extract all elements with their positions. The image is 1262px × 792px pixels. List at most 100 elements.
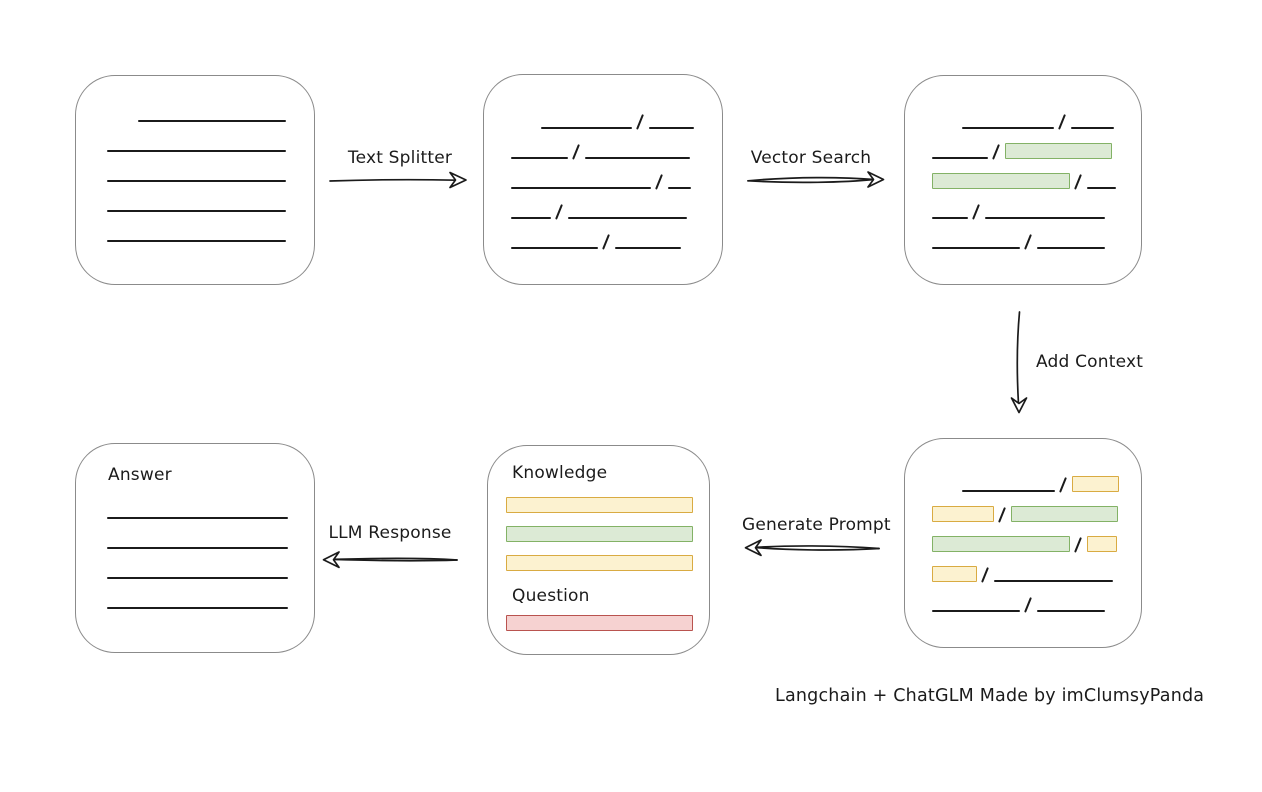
text-line xyxy=(994,580,1114,582)
chunk-row xyxy=(107,122,314,152)
text-line xyxy=(1087,187,1117,189)
text-line xyxy=(138,120,286,122)
slash-separator xyxy=(972,204,981,220)
chunk-row xyxy=(932,582,1141,613)
prompt-box: Knowledge Question xyxy=(487,445,710,655)
text-line xyxy=(1037,247,1106,249)
slash-separator xyxy=(572,144,581,160)
chunk-row xyxy=(107,152,314,182)
text-line xyxy=(962,127,1054,129)
text-line xyxy=(932,247,1020,249)
chunk-row xyxy=(932,189,1141,220)
yellow-highlight-box xyxy=(932,566,977,582)
vector-search-arrow xyxy=(747,171,885,188)
yellow-highlight-box xyxy=(1072,476,1120,492)
slash-separator xyxy=(1024,597,1033,613)
text-line xyxy=(985,217,1106,219)
document-box xyxy=(75,75,315,285)
chunk-row xyxy=(107,579,314,609)
document-lines xyxy=(107,92,314,242)
text-line xyxy=(585,157,691,159)
knowledge-bars xyxy=(506,497,693,571)
yellow-highlight-box xyxy=(932,506,994,522)
red-bar xyxy=(506,615,693,631)
yellow-bar xyxy=(506,555,693,571)
chunk-row xyxy=(107,489,314,519)
slash-separator xyxy=(981,567,990,583)
text-line xyxy=(107,210,286,212)
text-line xyxy=(107,180,286,182)
text-line xyxy=(107,150,286,152)
chunk-row xyxy=(511,129,722,160)
chunk-row xyxy=(932,552,1141,583)
text-line xyxy=(932,157,988,159)
text-line xyxy=(568,217,688,219)
chunk-row xyxy=(107,92,314,122)
chunk-lines xyxy=(511,99,722,250)
text-line xyxy=(932,610,1020,612)
chunk-row xyxy=(511,99,722,130)
answer-lines xyxy=(107,489,314,609)
add-context-arrow xyxy=(1010,311,1028,414)
text-line xyxy=(1037,610,1106,612)
matched-chunks-box xyxy=(904,75,1142,285)
text-line xyxy=(107,577,288,579)
slash-separator xyxy=(655,174,664,190)
text-line xyxy=(649,127,695,129)
text-line xyxy=(668,187,692,189)
text-line xyxy=(615,247,682,249)
context-chunk-lines xyxy=(932,462,1141,613)
llm-response-arrow xyxy=(322,551,458,569)
chunk-row xyxy=(107,212,314,242)
green-highlight-box xyxy=(932,536,1070,552)
generate-prompt-label: Generate Prompt xyxy=(742,515,891,535)
slash-separator xyxy=(992,144,1001,160)
text-line xyxy=(107,517,288,519)
chunk-row xyxy=(511,189,722,220)
text-line xyxy=(511,247,598,249)
green-bar xyxy=(506,526,693,542)
slash-separator xyxy=(1074,537,1083,553)
slash-separator xyxy=(1059,477,1068,493)
chunk-row xyxy=(107,519,314,549)
answer-heading: Answer xyxy=(108,465,172,485)
matched-chunk-lines xyxy=(932,99,1141,250)
text-line xyxy=(511,217,551,219)
yellow-highlight-box xyxy=(1087,536,1118,552)
vector-search-label: Vector Search xyxy=(750,148,872,168)
yellow-bar xyxy=(506,497,693,513)
question-heading: Question xyxy=(512,586,590,606)
add-context-label: Add Context xyxy=(1036,352,1144,372)
text-line xyxy=(962,490,1055,492)
question-bars xyxy=(506,615,693,631)
green-highlight-box xyxy=(932,173,1070,189)
text-line xyxy=(541,127,632,129)
slash-separator xyxy=(1074,174,1083,190)
chunk-row xyxy=(107,182,314,212)
slash-separator xyxy=(1024,234,1033,250)
diagram-caption: Langchain + ChatGLM Made by imClumsyPand… xyxy=(775,686,1205,706)
generate-prompt-arrow xyxy=(744,539,880,557)
chunk-row xyxy=(932,99,1141,130)
knowledge-heading: Knowledge xyxy=(512,463,608,483)
slash-separator xyxy=(602,234,611,250)
slash-separator xyxy=(636,114,645,130)
chunk-row xyxy=(932,492,1141,523)
green-highlight-box xyxy=(1011,506,1119,522)
split-chunks-box xyxy=(483,74,723,285)
answer-box: Answer xyxy=(75,443,315,653)
text-splitter-arrow xyxy=(329,171,467,189)
text-line xyxy=(1071,127,1115,129)
chunk-row xyxy=(511,219,722,250)
slash-separator xyxy=(998,507,1007,523)
green-highlight-box xyxy=(1005,143,1113,159)
slash-separator xyxy=(555,204,564,220)
text-line xyxy=(107,607,288,609)
chunk-row xyxy=(932,129,1141,160)
text-line xyxy=(107,240,286,242)
text-line xyxy=(511,157,568,159)
chunk-row xyxy=(107,549,314,579)
chunk-row xyxy=(511,159,722,190)
chunk-row xyxy=(932,522,1141,553)
